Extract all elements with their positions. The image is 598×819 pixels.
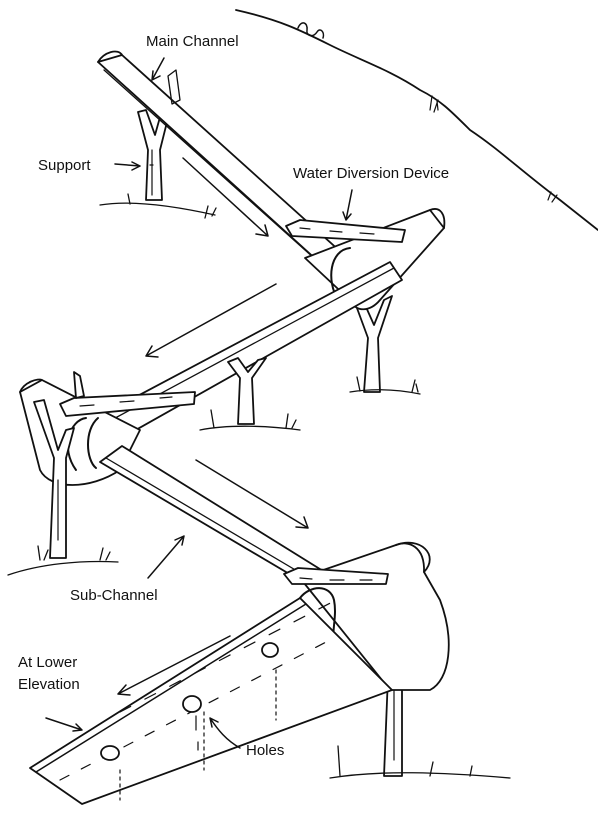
- hill-scribble: [297, 22, 325, 39]
- label-holes: Holes: [246, 742, 284, 759]
- label-support: Support: [38, 157, 91, 174]
- main-channel-pointer: [151, 57, 165, 81]
- holes-pointer: [209, 717, 241, 749]
- label-pointers: [45, 57, 353, 749]
- support-post-1: [99, 109, 217, 219]
- hill-grass: [429, 95, 558, 203]
- support-post-3: [199, 357, 301, 431]
- support-pointer: [114, 161, 141, 171]
- hole-1: [100, 745, 120, 761]
- hole-3: [261, 642, 279, 658]
- diversion-device-pointer: [342, 189, 353, 221]
- water-diversion-device-1: [285, 208, 446, 311]
- support-post-4: [7, 399, 119, 576]
- lower-elevation-pointer: [45, 717, 83, 732]
- sub-channel-pointer: [147, 535, 185, 579]
- hillside-line: [235, 9, 598, 231]
- label-main-channel: Main Channel: [146, 33, 239, 50]
- support-post-2: [349, 295, 421, 395]
- pipe-holes: [100, 642, 279, 801]
- label-elevation: Elevation: [18, 676, 80, 693]
- hole-2: [182, 695, 202, 713]
- perforated-pipe: [29, 597, 393, 805]
- main-channel: [97, 50, 353, 277]
- label-water-diversion-device: Water Diversion Device: [293, 165, 449, 182]
- water-diversion-device-3: [283, 541, 450, 691]
- label-sub-channel: Sub-Channel: [70, 587, 158, 604]
- label-at-lower: At Lower: [18, 654, 77, 671]
